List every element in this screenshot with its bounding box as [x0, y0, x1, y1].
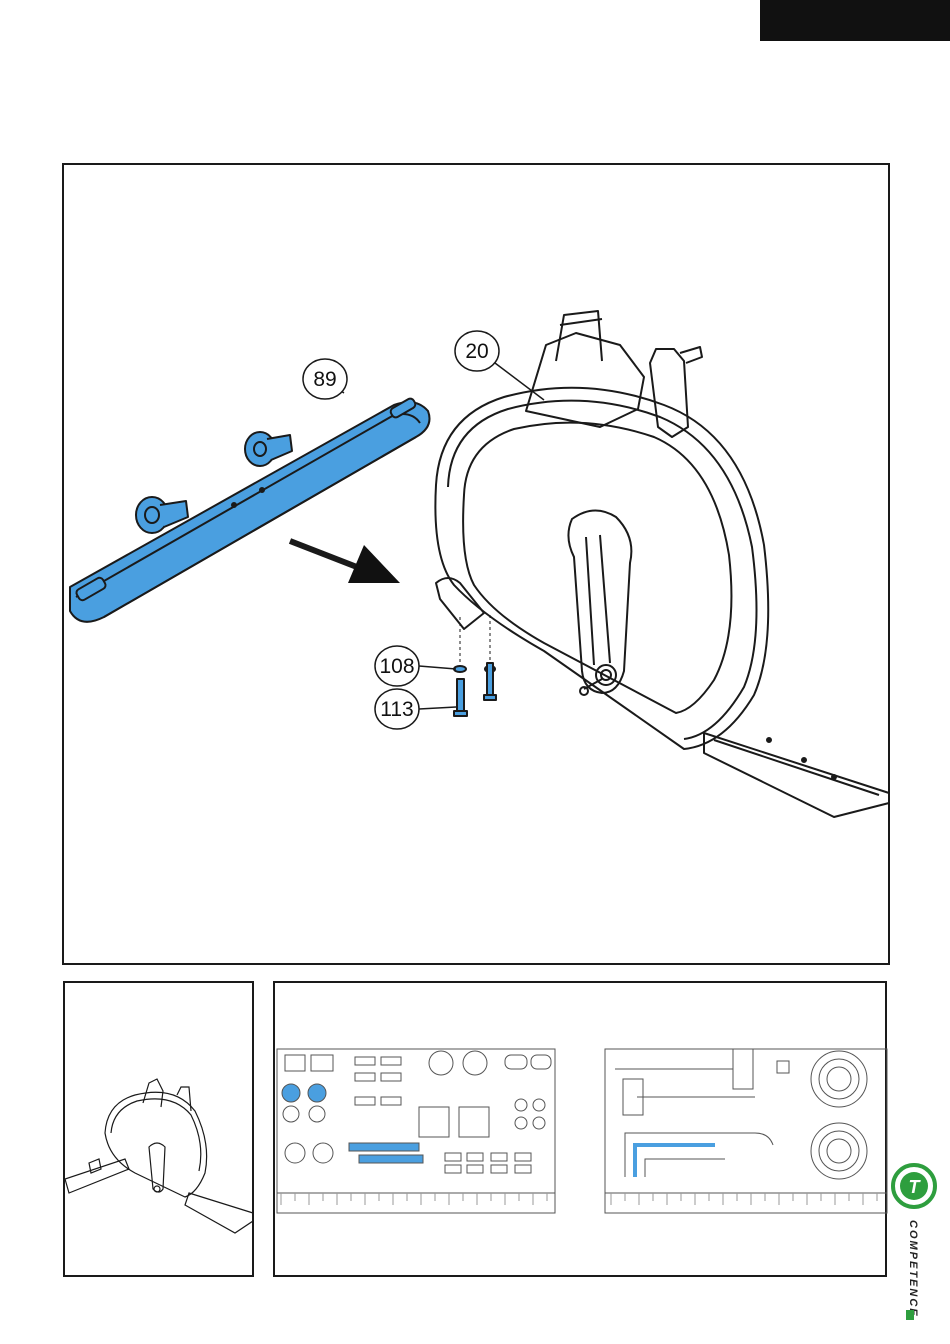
callout-113: 113	[375, 689, 419, 729]
callout-108-label: 108	[379, 655, 414, 678]
callout-108: 108	[375, 646, 419, 686]
callout-89: 89	[303, 359, 347, 399]
ruler-right	[611, 1193, 877, 1205]
transport-wheel-right	[245, 432, 292, 466]
callout-20-label: 20	[465, 340, 488, 363]
page-corner-tab	[760, 0, 950, 41]
ruler-left	[281, 1193, 547, 1205]
callout-20: 20	[455, 331, 499, 371]
assembled-preview-panel	[63, 981, 254, 1277]
callout-113-label: 113	[380, 698, 413, 721]
hardware-card-left	[277, 1049, 555, 1213]
hardware-tools-panel	[273, 981, 887, 1277]
assembly-step-panel: 89 20 108 113	[62, 163, 890, 965]
rear-stabilizer-bar	[70, 397, 430, 622]
callout-89-label: 89	[313, 368, 336, 391]
hardware-tools-illustration	[275, 983, 889, 1279]
brand-logo: T COMPETENCE	[890, 1162, 942, 1322]
assembled-preview-illustration	[65, 983, 256, 1279]
main-frame-body	[435, 311, 889, 817]
bolt-113-left	[454, 679, 467, 716]
tools-card-right	[605, 1049, 887, 1213]
assembly-illustration: 89 20 108 113	[64, 165, 892, 967]
brand-name: COMPETENCE	[907, 1220, 919, 1318]
direction-arrow	[290, 541, 400, 583]
